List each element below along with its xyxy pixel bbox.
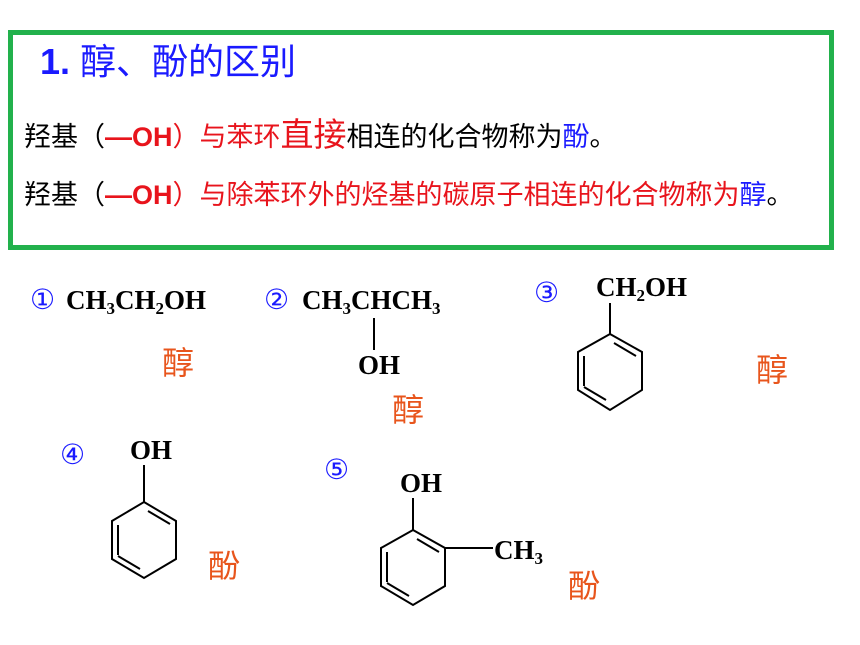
label-phenol-5: 酚: [568, 567, 601, 605]
label-alcohol-2: 醇: [392, 391, 425, 429]
formula-ch2oh: CH2OH: [596, 272, 688, 305]
label-phenol-4: 酚: [208, 547, 241, 585]
formula-oh-4: OH: [130, 435, 173, 465]
compound-number-2: ②: [264, 283, 290, 316]
term-phenol: 酚: [562, 122, 590, 153]
ring-double-bond: [583, 386, 607, 401]
title-text: 醇、酚的区别: [80, 42, 297, 83]
compound-number-4: ④: [60, 438, 86, 471]
formula-ethanol: CH3CH2OH: [66, 285, 207, 318]
emphasis-direct: 直接: [280, 115, 347, 154]
definition-box: [8, 30, 834, 250]
hydroxyl-symbol: —OH: [105, 122, 173, 152]
label-alcohol-1: 醇: [162, 344, 195, 382]
ring-double-bond: [117, 555, 141, 570]
label-alcohol-3: 醇: [756, 351, 789, 389]
page-title: 1. 醇、酚的区别: [40, 40, 296, 85]
benzene-ring: [111, 500, 177, 580]
ring-double-bond: [386, 582, 410, 597]
benzene-ring: [577, 332, 643, 412]
definition-alcohol: 羟基（—OH）与除苯环外的烃基的碳原子相连的化合物称为醇。: [24, 180, 794, 211]
term-alcohol: 醇: [739, 180, 767, 211]
compound-number-5: ⑤: [324, 453, 350, 486]
compound-number-1: ①: [30, 283, 56, 316]
ring-double-bond: [416, 538, 440, 553]
ring-double-bond: [613, 342, 637, 357]
benzene-ring: [380, 528, 446, 607]
formula-isopropanol: CH3CHCH3: [302, 285, 441, 318]
compound-number-3: ③: [534, 276, 560, 309]
formula-ch3-5: CH3: [494, 535, 543, 568]
definition-phenol: 羟基（—OH）与苯环直接相连的化合物称为酚。: [24, 115, 617, 154]
ring-double-bond: [147, 510, 171, 525]
formula-oh-2: OH: [358, 350, 401, 380]
formula-oh-5: OH: [400, 468, 443, 498]
hydroxyl-symbol: —OH: [105, 180, 173, 210]
title-number: 1.: [40, 41, 71, 82]
